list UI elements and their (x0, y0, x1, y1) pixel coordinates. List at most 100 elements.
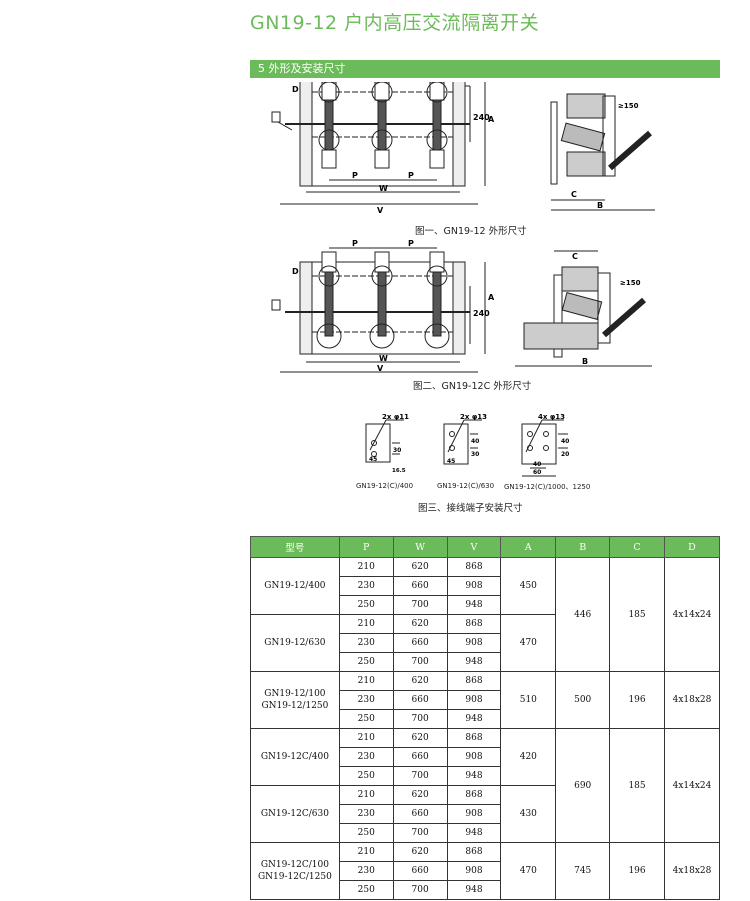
cell-p: 230 (338, 690, 394, 710)
col-header-model: 型号 (250, 536, 340, 558)
cell-w: 660 (392, 804, 448, 824)
cell-w: 620 (392, 557, 448, 577)
label-holes: 2x φ11 (382, 413, 409, 421)
col-header-a: A (500, 536, 557, 558)
cell-p: 210 (338, 728, 394, 748)
section-title: 5 外形及安装尺寸 (258, 62, 346, 75)
table-row: 230 660 908 (251, 804, 720, 824)
cell-w: 620 (392, 785, 448, 805)
cell-p: 250 (338, 709, 394, 729)
fig1-caption: 图一、GN19-12 外形尺寸 (415, 226, 527, 237)
cell-d: 4x14x24 (663, 728, 721, 843)
label-dim: 45 (369, 456, 377, 463)
cell-w: 700 (392, 766, 448, 786)
table-header-row: 型号 P W V A B C D (250, 536, 721, 558)
table-row: 230 660 908 (251, 633, 720, 653)
cell-v: 868 (446, 728, 502, 748)
cell-v: 908 (446, 747, 502, 767)
label-dim: 40 (471, 438, 479, 445)
fig1-front-view-drawing: D P P W V 240 A (271, 82, 495, 215)
fig3-terminal-400-drawing: 2x φ11 30 45 16.5 (365, 413, 409, 474)
cell-v: 868 (446, 842, 502, 862)
section-header: 5 外形及安装尺寸 (250, 60, 720, 78)
cell-a: 450 (500, 557, 557, 615)
label-a: A (488, 293, 495, 302)
cell-w: 660 (392, 747, 448, 767)
label-dim: 20 (561, 451, 569, 458)
col-header-v: V (446, 536, 502, 558)
cell-p: 250 (338, 595, 394, 615)
label-holes: 4x φ13 (538, 413, 565, 421)
label-dim: 40 (533, 461, 541, 468)
table-row: 230 660 908 (251, 747, 720, 767)
cell-p: 250 (338, 652, 394, 672)
cell-a: 430 (500, 785, 557, 843)
label-dim: 60 (533, 469, 541, 476)
cell-w: 660 (392, 690, 448, 710)
cell-w: 620 (392, 671, 448, 691)
cell-w: 700 (392, 823, 448, 843)
label-c: C (571, 190, 577, 199)
label-a: A (488, 115, 495, 124)
fig2-caption: 图二、GN19-12C 外形尺寸 (413, 381, 532, 392)
cell-v: 948 (446, 709, 502, 729)
cell-p: 230 (338, 804, 394, 824)
label-240: 240 (473, 113, 490, 122)
cell-p: 250 (338, 823, 394, 843)
spec-table: 型号 P W V A B C D GN19-12/400 210 620 868… (250, 536, 721, 900)
cell-w: 660 (392, 861, 448, 881)
cell-v: 948 (446, 880, 502, 900)
col-header-d: D (663, 536, 721, 558)
cell-v: 908 (446, 576, 502, 596)
cell-p: 230 (338, 747, 394, 767)
cell-w: 620 (392, 614, 448, 634)
cell-w: 700 (392, 595, 448, 615)
cell-c: 185 (609, 557, 665, 672)
cell-p: 210 (338, 671, 394, 691)
cell-v: 948 (446, 595, 502, 615)
table-row: 250 700 948 (251, 880, 720, 900)
col-header-c: C (609, 536, 665, 558)
col-header-w: W (392, 536, 448, 558)
cell-a: 470 (500, 842, 557, 900)
cell-p: 210 (338, 785, 394, 805)
table-row: GN19-12C/400 210 620 868 420 690 185 4x1… (250, 728, 721, 843)
label-p: P (352, 171, 358, 180)
cell-v: 948 (446, 823, 502, 843)
cell-p: 250 (338, 766, 394, 786)
fig3-caption: 图三、接线端子安装尺寸 (418, 503, 523, 514)
cell-b: 446 (555, 557, 611, 672)
fig2-side-view-drawing: C B ≥150 (515, 250, 652, 367)
label-holes: 2x φ13 (460, 413, 487, 421)
cell-v: 868 (446, 785, 502, 805)
table-row: GN19-12C/630 210 620 868 430 (250, 785, 720, 843)
fig1-side-view-drawing: C B ≥150 (550, 93, 655, 211)
cell-p: 230 (338, 633, 394, 653)
cell-b: 745 (555, 842, 611, 900)
cell-p: 210 (338, 842, 394, 862)
label-d: D (292, 85, 299, 94)
cell-v: 908 (446, 690, 502, 710)
cell-w: 660 (392, 576, 448, 596)
fig3-terminal-630-drawing: 2x φ13 40 30 45 (443, 413, 487, 465)
cell-v: 908 (446, 804, 502, 824)
model-cell: GN19-12C/630 (250, 785, 340, 843)
cell-v: 908 (446, 861, 502, 881)
label-p: P (408, 240, 414, 248)
terminal-caption-630: GN19-12(C)/630 (437, 482, 495, 490)
label-v: V (377, 364, 384, 373)
terminal-caption-400: GN19-12(C)/400 (356, 482, 414, 490)
cell-b: 690 (555, 728, 611, 843)
label-dim: 30 (393, 447, 401, 454)
label-b: B (582, 357, 588, 366)
cell-v: 948 (446, 766, 502, 786)
label-dim: 45 (447, 458, 455, 465)
label-p: P (408, 171, 414, 180)
table-row: 250 700 948 (251, 766, 720, 786)
label-angle: ≥150 (618, 102, 639, 110)
cell-p: 230 (338, 861, 394, 881)
